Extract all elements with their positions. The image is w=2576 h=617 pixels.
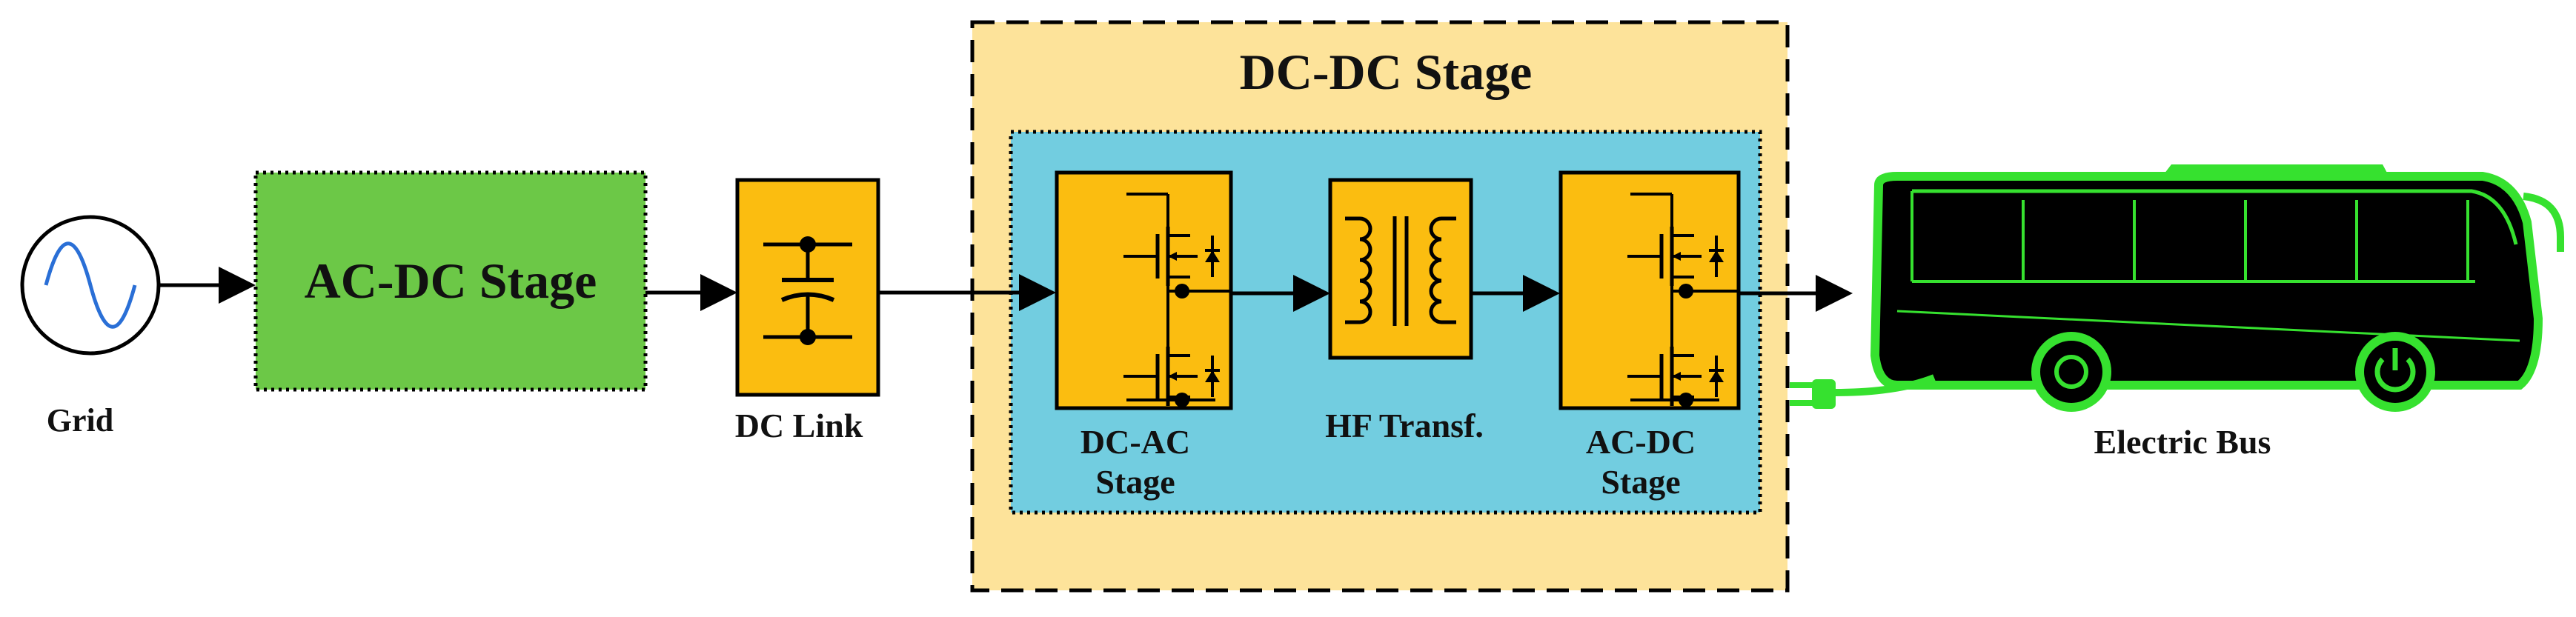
acdc-front-stage-label: AC-DC Stage: [305, 253, 597, 309]
dcdc-stage-title: DC-DC Stage: [1240, 44, 1533, 100]
acdc-output-stage-label-line2: Stage: [1601, 463, 1680, 501]
capacitor-icon: [763, 236, 852, 345]
charging-plug-icon: [1790, 379, 1836, 409]
dc-link-block: [735, 178, 880, 397]
acdc-output-stage-block: [1558, 170, 1741, 410]
grid-source: [20, 215, 161, 356]
dcac-stage-label-line2: Stage: [1095, 463, 1175, 501]
mosfet-half-bridge-icon: [1123, 193, 1231, 407]
acdc-front-stage-box: [253, 170, 648, 392]
electric-bus-label: Electric Bus: [2094, 423, 2271, 461]
dc-link-label: DC Link: [735, 407, 863, 444]
hf-transformer-label: HF Transf.: [1325, 407, 1484, 444]
transformer-icon: [1345, 216, 1456, 326]
mosfet-half-bridge-icon: [1627, 193, 1739, 407]
grid-label: Grid: [47, 402, 113, 438]
acdc-output-stage-label-line1: AC-DC: [1586, 423, 1696, 461]
hf-transformer-block: [1328, 178, 1473, 360]
sine-wave-source-icon: [44, 241, 137, 329]
dcac-stage-label-line1: DC-AC: [1080, 423, 1190, 461]
dcac-stage-block: [1055, 170, 1233, 410]
electric-bus-icon: [1833, 164, 2564, 412]
